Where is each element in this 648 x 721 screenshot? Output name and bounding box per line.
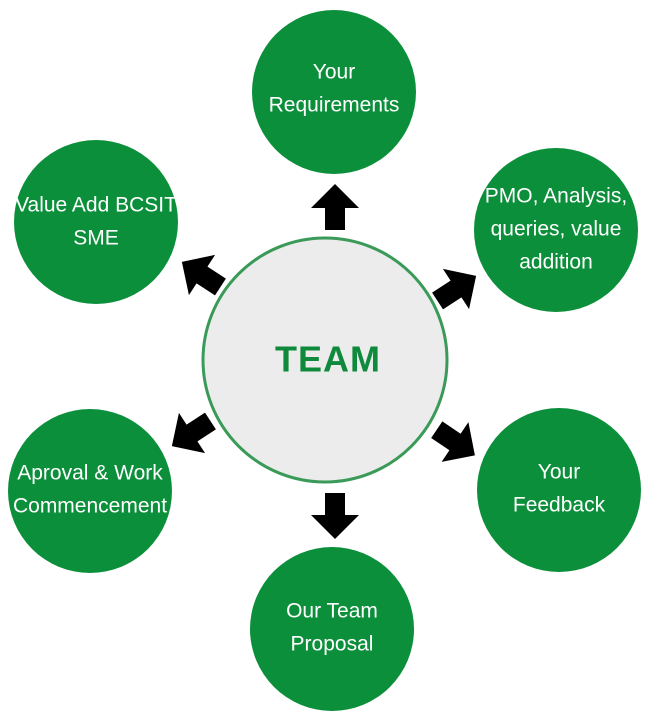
- node-value-add-line-1: Value Add BCSIT: [15, 194, 177, 217]
- node-approval: Aproval & Work Commencement: [8, 409, 172, 573]
- arrow-to-proposal: [311, 493, 359, 539]
- node-proposal: Our Team Proposal: [250, 547, 414, 711]
- node-requirements: Your Requirements: [252, 10, 416, 174]
- node-proposal-line-1: Our Team: [286, 600, 378, 623]
- node-approval-line-1: Aproval & Work: [17, 462, 163, 485]
- node-pmo-line-2: queries, value: [491, 218, 622, 241]
- arrow-to-requirements: [311, 184, 359, 230]
- node-proposal-line-2: Proposal: [291, 633, 374, 656]
- node-pmo-line-1: PMO, Analysis,: [485, 185, 627, 208]
- node-value-add-line-2: SME: [73, 227, 119, 250]
- node-pmo-line-3: addition: [519, 251, 593, 274]
- node-approval-line-2: Commencement: [13, 495, 167, 518]
- node-feedback: Your Feedback: [477, 408, 641, 572]
- center-label: TEAM: [275, 339, 381, 380]
- node-requirements-line-2: Requirements: [269, 94, 400, 117]
- node-value-add: Value Add BCSIT SME: [14, 140, 178, 304]
- node-pmo: PMO, Analysis, queries, value addition: [474, 148, 638, 312]
- node-feedback-line-2: Feedback: [513, 494, 606, 517]
- node-requirements-line-1: Your: [313, 61, 355, 84]
- center-node: TEAM: [201, 236, 449, 484]
- node-feedback-line-1: Your: [538, 461, 580, 484]
